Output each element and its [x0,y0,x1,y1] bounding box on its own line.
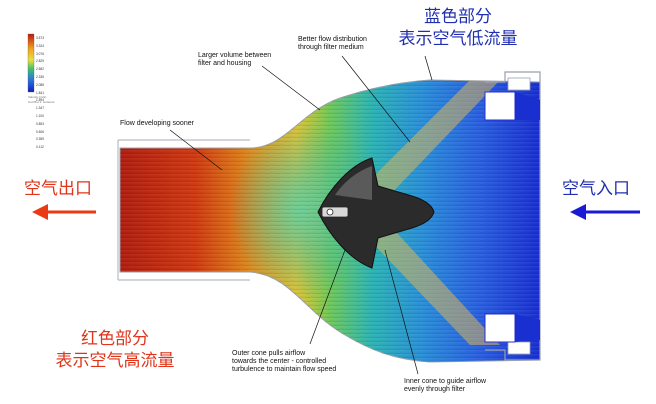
filter-medium-lower [360,220,500,345]
legend-tick: 0.112 [36,145,44,150]
legend-caption-1: Velocity (m/s) [28,95,47,99]
legend-tick-labels: 3.573 3.324 3.076 2.829 2.582 2.335 2.08… [36,33,44,154]
air-inlet-label: 空气入口 [562,179,630,199]
annotation-better-flow: Better flow distribution through filter … [298,36,367,51]
legend-tick: 2.335 [36,74,44,79]
cone-assembly [317,157,435,269]
inlet-arrow-icon [570,204,640,220]
leader-lines [169,55,433,375]
annotation-flow-developing: Flow developing sooner [120,120,194,127]
legend-tick: 3.573 [36,35,44,40]
legend-tick: 1.100 [36,114,44,119]
annotation-inner-cone: Inner cone to guide airflow evenly throu… [404,378,487,393]
air-outlet-label: 空气出口 [24,179,92,199]
legend-tick: 0.853 [36,121,44,126]
legend-tick: 1.347 [36,106,44,111]
annotation-larger-volume: Larger volume between filter and housing [198,52,272,67]
velocity-legend [27,33,35,93]
inlet-flange [484,71,541,361]
blue-region-label: 蓝色部分 表示空气低流量 [398,7,518,49]
legend-tick: 2.088 [36,82,44,87]
legend-tick: 0.606 [36,129,44,134]
legend-tick: 1.594 [36,98,44,103]
outlet-arrow-icon [32,204,96,220]
legend-tick: 3.076 [36,51,44,56]
legend-tick: 0.359 [36,137,44,142]
legend-tick: 3.324 [36,43,44,48]
legend-caption-2: Cut Plot 1: contours [28,100,55,104]
legend-tick: 1.841 [36,90,44,95]
legend-tick: 2.582 [36,67,44,72]
annotation-outer-cone: Outer cone pulls airflow towards the cen… [232,350,337,373]
legend-tick: 2.829 [36,59,44,64]
red-region-label: 红色部分 表示空气高流量 [55,329,175,371]
filter-medium-upper [360,80,500,200]
